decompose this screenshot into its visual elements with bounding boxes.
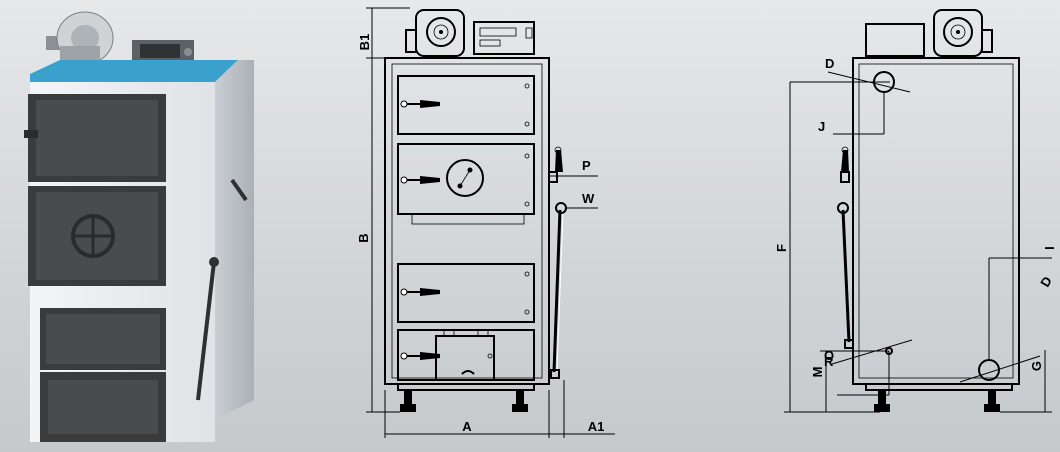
shaker-lever-icon — [196, 261, 216, 401]
side-feet-icon — [874, 390, 1000, 412]
front-controller-icon — [473, 21, 535, 55]
door-hinge-icon — [24, 130, 38, 138]
side-view-drawing — [784, 9, 1052, 413]
label-a1: A1 — [588, 419, 605, 434]
side-blower-icon — [865, 9, 993, 57]
label-w: W — [582, 191, 595, 206]
side-handle-right-icon — [840, 146, 850, 183]
front-view-drawing — [366, 7, 615, 438]
boiler-top-lid — [30, 60, 238, 82]
label-o: O — [824, 348, 834, 363]
front-blower-icon — [405, 9, 465, 57]
label-i: I — [1042, 246, 1057, 250]
label-f: F — [774, 244, 789, 252]
boiler-photo — [24, 11, 254, 442]
side-handle-icon — [230, 178, 248, 202]
ash-pan-icon — [435, 335, 495, 381]
boiler-side-panel — [215, 60, 254, 420]
front-side-handle-icon — [548, 146, 563, 183]
label-b1: B1 — [357, 34, 372, 51]
label-d-top: D — [825, 56, 834, 71]
label-g: G — [1029, 361, 1044, 371]
label-j: J — [818, 119, 825, 134]
blower-fan-icon — [46, 11, 114, 66]
front-feet-icon — [400, 390, 528, 412]
label-b: B — [356, 233, 371, 242]
side-body-outline — [852, 57, 1020, 385]
label-a: A — [462, 419, 472, 434]
label-d-bottom: D — [1037, 274, 1055, 290]
front-door-3 — [397, 263, 535, 323]
side-lever-right-icon — [837, 202, 854, 349]
label-m: M — [810, 367, 825, 378]
front-side-lever-icon — [550, 202, 567, 379]
inspection-port-icon — [446, 159, 484, 197]
label-p: P — [582, 158, 591, 173]
label-r: R — [824, 354, 834, 369]
front-door-1 — [397, 75, 535, 135]
